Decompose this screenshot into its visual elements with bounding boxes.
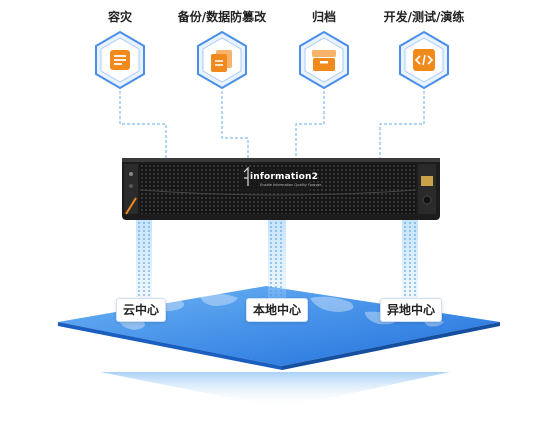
feature-backup: 备份/数据防篡改 bbox=[162, 8, 282, 90]
feature-label: 开发/测试/演练 bbox=[383, 10, 465, 24]
server-brand-tagline: Enable Information Quality Forever bbox=[260, 183, 322, 187]
storage-server bbox=[122, 158, 440, 220]
feature-disaster-recovery: 容灾 bbox=[60, 8, 180, 90]
location-remote-center: 异地中心 bbox=[380, 298, 443, 322]
archive-icon bbox=[299, 30, 349, 90]
connection-beams bbox=[136, 218, 418, 312]
backup-icon bbox=[197, 30, 247, 90]
code-icon bbox=[399, 30, 449, 90]
feature-label: 备份/数据防篡改 bbox=[177, 10, 267, 24]
server-brand: information2 bbox=[250, 172, 319, 182]
feature-dev-test: 开发/测试/演练 bbox=[364, 8, 484, 90]
disaster-recovery-icon bbox=[95, 30, 145, 90]
feature-archive: 归档 bbox=[264, 8, 384, 90]
feature-label: 归档 bbox=[311, 10, 336, 24]
feature-label: 容灾 bbox=[107, 10, 132, 24]
location-local-center: 本地中心 bbox=[246, 298, 309, 322]
location-cloud-center: 云中心 bbox=[116, 298, 167, 322]
icon-connectors bbox=[119, 86, 425, 160]
